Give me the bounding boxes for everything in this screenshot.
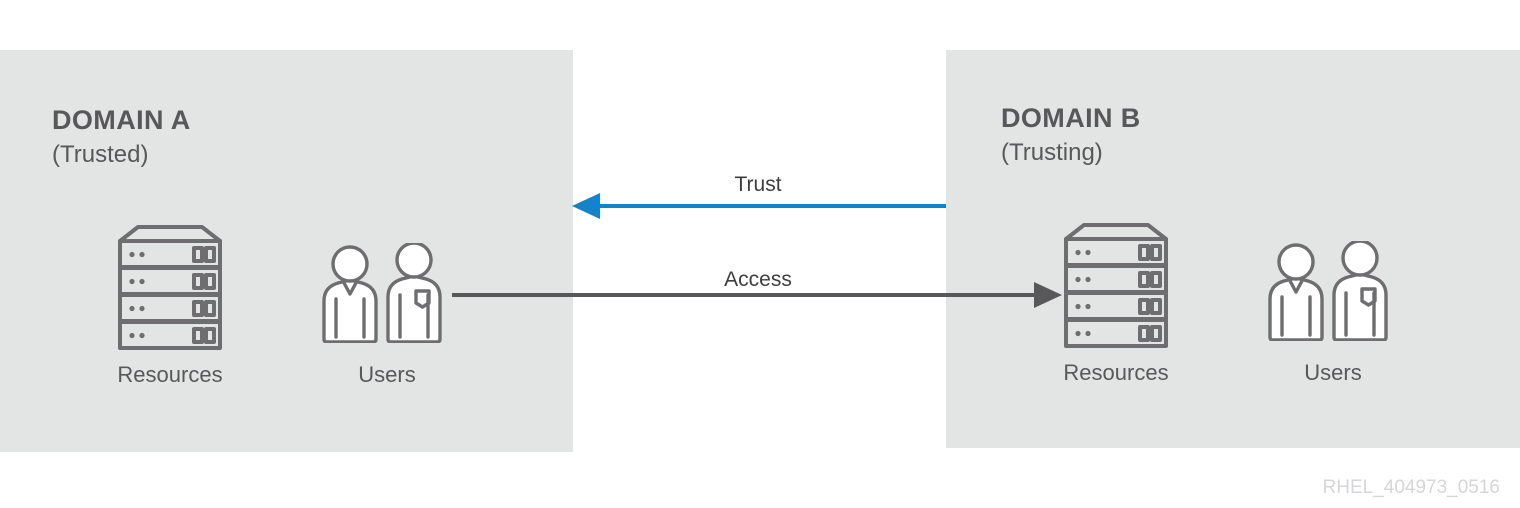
domain-b-title: DOMAIN B — [1001, 103, 1141, 133]
domain-b-resources-icon — [1062, 220, 1170, 353]
domain-a-users-icon — [316, 241, 456, 348]
access-arrow-label: Access — [724, 268, 792, 291]
domain-b-subtitle: (Trusting) — [1001, 139, 1103, 166]
domain-b-users-icon — [1262, 239, 1402, 346]
domain-a-resources-label: Resources — [117, 362, 223, 387]
server-rack-icon — [1064, 223, 1168, 348]
domain-a-panel — [0, 50, 573, 452]
domain-b-resources-label: Resources — [1063, 360, 1169, 385]
domain-a-subtitle: (Trusted) — [52, 141, 149, 168]
two-users-icon — [322, 241, 442, 344]
server-rack-icon — [118, 225, 222, 350]
domain-a-users-label: Users — [358, 362, 416, 387]
trust-arrow-label: Trust — [734, 173, 782, 196]
domain-b-panel — [946, 50, 1520, 448]
two-users-icon — [1268, 239, 1388, 342]
domain-a-resources-icon — [116, 222, 224, 355]
watermark-text: RHEL_404973_0516 — [1322, 477, 1501, 498]
domain-b-users-label: Users — [1304, 360, 1362, 385]
domain-a-title: DOMAIN A — [52, 105, 191, 135]
